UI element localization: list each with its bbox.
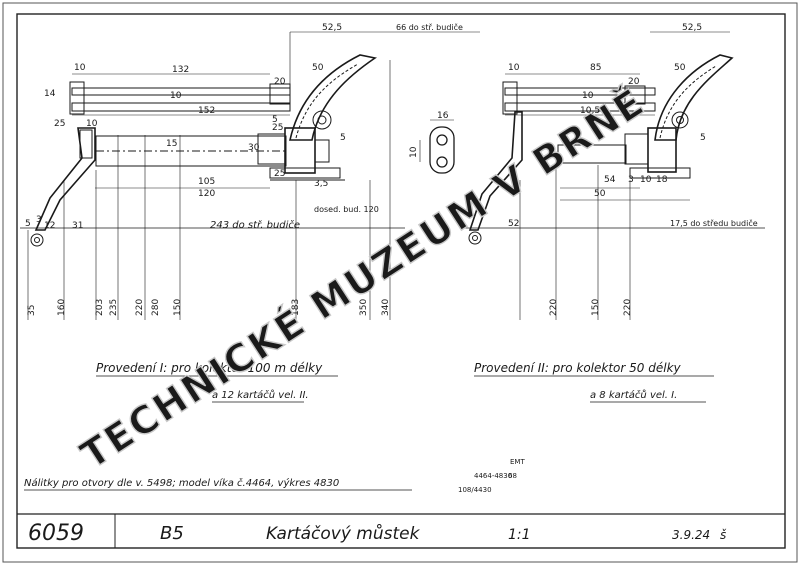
dim-15: 15 — [166, 139, 177, 149]
dim-20: 20 — [274, 77, 286, 87]
rod-end-block — [69, 81, 85, 115]
dim-243-budic: 243 do stř. budiče — [210, 219, 300, 231]
detail-washer — [419, 119, 455, 174]
v2-dim-10: 10 — [508, 63, 520, 73]
v2-height-220-a: 220 — [549, 299, 559, 316]
faint-model: 4464-4830 — [474, 472, 512, 480]
v2-height-220-b: 220 — [623, 299, 633, 316]
inner-border — [16, 13, 786, 549]
height-35: 35 — [27, 305, 37, 316]
dim-25-a: 25 — [272, 123, 283, 133]
faint-emt: EMT — [510, 458, 525, 466]
dim-5-b: 5 — [340, 133, 346, 143]
view-provedeni-2 — [465, 31, 765, 320]
dim-25: 25 — [54, 119, 65, 129]
height-183: 183 — [291, 299, 301, 316]
holder-bolt — [312, 110, 332, 130]
view-1-dimensions: 52,5 66 do stř. budiče 10 132 50 14 20 1… — [25, 22, 463, 231]
dim-5-c: 5 — [25, 219, 31, 229]
height-150: 150 — [173, 299, 183, 316]
height-160: 160 — [57, 299, 67, 316]
curved-arm — [289, 54, 378, 141]
castings-note: Nálitky pro otvory dle v. 5498; model ví… — [24, 477, 339, 489]
detail-height-10: 10 — [409, 146, 419, 158]
brush-holder-block — [284, 127, 316, 174]
dim-3-5: 3,5 — [314, 179, 328, 189]
title-block: 6059 B5 Kartáčový můstek 1:1 3.9.24 š — [17, 513, 785, 548]
variant-2-title: Provedení II: pro kolektor 50 délky — [474, 361, 682, 375]
dim-25-b: 25 — [274, 169, 285, 179]
height-203: 203 — [95, 299, 105, 316]
dim-52-5: 52,5 — [322, 23, 342, 33]
dim-3: 3 — [36, 215, 42, 225]
height-340: 340 — [381, 299, 391, 316]
drawing-number: 6059 — [28, 521, 84, 546]
v2-dim-10-b: 10 — [582, 91, 594, 101]
dim-dosed-bud: dosed. bud. 120 — [314, 205, 379, 214]
view-1-heights: 35 160 203 235 220 280 150 183 350 340 — [27, 299, 391, 316]
height-350: 350 — [359, 299, 369, 316]
bracket-pivot — [30, 233, 44, 247]
view-provedeni-1 — [20, 31, 480, 320]
faint-108: 108/4430 — [458, 486, 492, 494]
variant-1-title: Provedení I: pro kolektor 100 m délky — [96, 361, 323, 375]
dim-152: 152 — [198, 106, 215, 116]
dim-66-budic: 66 do stř. budiče — [396, 22, 463, 32]
faint-68: 68 — [508, 472, 517, 480]
v2-height-150: 150 — [591, 299, 601, 316]
v2-dim-20: 20 — [628, 77, 640, 87]
v2-dim-52: 52 — [508, 219, 519, 229]
bent-bracket — [34, 127, 96, 231]
dim-12: 12 — [44, 221, 55, 231]
view-2-dimensions: 52,5 10 85 50 20 10,5 10 54 50 3 10 18 5… — [508, 23, 758, 229]
dim-105: 105 — [198, 177, 215, 187]
variant-1-subtitle: a 12 kartáčů vel. II. — [212, 389, 309, 401]
v2-dim-85: 85 — [590, 63, 601, 73]
dim-10-a: 10 — [74, 63, 86, 73]
rod-lower — [71, 102, 291, 112]
drawing-code: B5 — [160, 523, 184, 544]
drawing-initials: š — [720, 528, 727, 542]
drawing-date: 3.9.24 — [672, 528, 710, 542]
drawing-scale: 1:1 — [508, 527, 531, 543]
dim-10-c: 10 — [86, 119, 98, 129]
height-220: 220 — [135, 299, 145, 316]
variant-notes: Provedení I: pro kolektor 100 m délky a … — [24, 361, 714, 491]
v2-dim-10-5: 10,5 — [580, 106, 600, 116]
faint-stamp: EMT 4464-4830 68 108/4430 — [458, 458, 525, 494]
v2-dim-17-5-budic: 17,5 do středu budiče — [670, 218, 758, 228]
height-235: 235 — [109, 299, 119, 316]
dim-30: 30 — [248, 143, 260, 153]
v2-dim-50: 50 — [674, 63, 686, 73]
detail-width-16: 16 — [437, 111, 449, 121]
dim-10-b: 10 — [170, 91, 182, 101]
dim-5-a: 5 — [272, 115, 278, 125]
rod-collar — [269, 83, 291, 105]
view-2-heights: 220 150 220 — [549, 299, 633, 316]
dim-50: 50 — [312, 63, 324, 73]
dim-132: 132 — [172, 65, 189, 75]
drawing-title: Kartáčový můstek — [266, 523, 421, 544]
v2-dim-50-b: 50 — [594, 189, 606, 199]
dim-31: 31 — [72, 221, 83, 231]
dim-120: 120 — [198, 189, 215, 199]
v2-dim-18: 18 — [656, 175, 668, 185]
v2-dim-10-c: 10 — [640, 175, 652, 185]
dim-14: 14 — [44, 89, 56, 99]
variant-2-subtitle: a 8 kartáčů vel. I. — [590, 389, 677, 401]
v2-dim-54: 54 — [604, 175, 616, 185]
v2-dim-5: 5 — [700, 133, 706, 143]
museum-watermark: TECHNICKÉ MUZEUM V BRNĚ — [73, 80, 653, 478]
height-280: 280 — [151, 299, 161, 316]
v2-dim-3: 3 — [628, 175, 634, 185]
v2-dim-52-5: 52,5 — [682, 23, 702, 33]
